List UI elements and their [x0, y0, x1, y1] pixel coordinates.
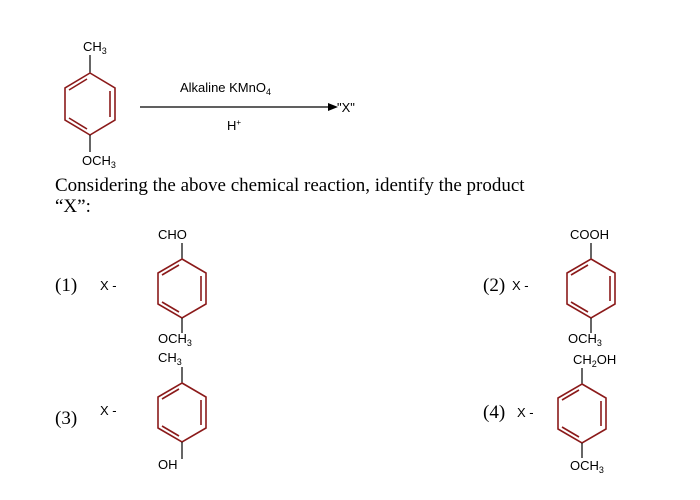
option-4-bottom-text: OCH [570, 458, 599, 473]
product-label: "X" [337, 100, 355, 115]
option-2-bottom-text: OCH [568, 331, 597, 346]
option-2-bottom-group: OCH3 [568, 331, 602, 348]
option-3[interactable]: (3) X - CH3 OH [50, 350, 250, 480]
option-4-bottom-subscript: 3 [598, 465, 604, 475]
option-2[interactable]: (2) X - COOH OCH3 [480, 225, 680, 355]
reagent-above-subscript: 4 [265, 87, 271, 97]
option-1-bottom-text: OCH [158, 331, 187, 346]
option-4-top-subscript: 2 [591, 359, 597, 369]
option-3-top-group: CH3 [158, 350, 182, 367]
option-4-benzene-ring [557, 368, 607, 458]
option-1-top-group: CHO [158, 227, 187, 242]
reagent-below-text: H [227, 118, 237, 133]
option-3-prefix: X - [100, 403, 117, 418]
option-2-bottom-subscript: 3 [596, 338, 602, 348]
option-1-bottom-group: OCH3 [158, 331, 192, 348]
option-1[interactable]: (1) X - CHO OCH3 [50, 225, 250, 355]
option-2-prefix: X - [512, 278, 529, 293]
option-1-number: (1) [55, 275, 78, 296]
reaction-arrow [140, 103, 338, 111]
option-4-bottom-group: OCH3 [570, 458, 604, 475]
reactant-bottom-text: OCH [82, 153, 111, 168]
option-3-number: (3) [55, 408, 78, 429]
option-2-benzene-ring [566, 243, 616, 333]
reagent-below-arrow: H+ [227, 118, 241, 133]
reactant-bottom-group: OCH3 [82, 153, 116, 170]
question-line-2: “X”: [55, 196, 91, 217]
question-text: Considering the above chemical reaction,… [55, 175, 615, 217]
reactant-top-group: CH3 [83, 39, 107, 56]
option-1-benzene-ring [157, 243, 207, 333]
option-1-bottom-subscript: 3 [186, 338, 192, 348]
option-1-top-text: CHO [158, 227, 187, 242]
question-line-1: Considering the above chemical reaction,… [55, 175, 525, 196]
option-1-prefix: X - [100, 278, 117, 293]
option-3-bottom-group: OH [158, 457, 178, 472]
option-3-top-text: CH [158, 350, 177, 365]
option-3-top-subscript: 3 [176, 357, 182, 367]
option-4-prefix: X - [517, 405, 534, 420]
option-4-top-text: CH [573, 352, 592, 367]
reagent-above-text: Alkaline KMnO [180, 80, 266, 95]
reagent-above-arrow: Alkaline KMnO4 [180, 80, 271, 97]
option-2-number: (2) [483, 275, 506, 296]
option-4-number: (4) [483, 402, 506, 423]
reactant-top-subscript: 3 [101, 46, 107, 56]
option-4-top-group: CH2OH [573, 352, 616, 369]
option-2-top-group: COOH [570, 227, 609, 242]
option-4-top-rest: OH [596, 352, 617, 367]
option-4[interactable]: (4) X - CH2OH OCH3 [480, 350, 680, 480]
reagent-below-superscript: + [236, 118, 242, 127]
reactant-bottom-subscript: 3 [110, 160, 116, 170]
option-2-top-text: COOH [570, 227, 609, 242]
reactant-benzene-ring [64, 55, 116, 152]
option-3-bottom-text: OH [158, 457, 178, 472]
option-3-benzene-ring [157, 367, 207, 459]
reactant-top-text: CH [83, 39, 102, 54]
